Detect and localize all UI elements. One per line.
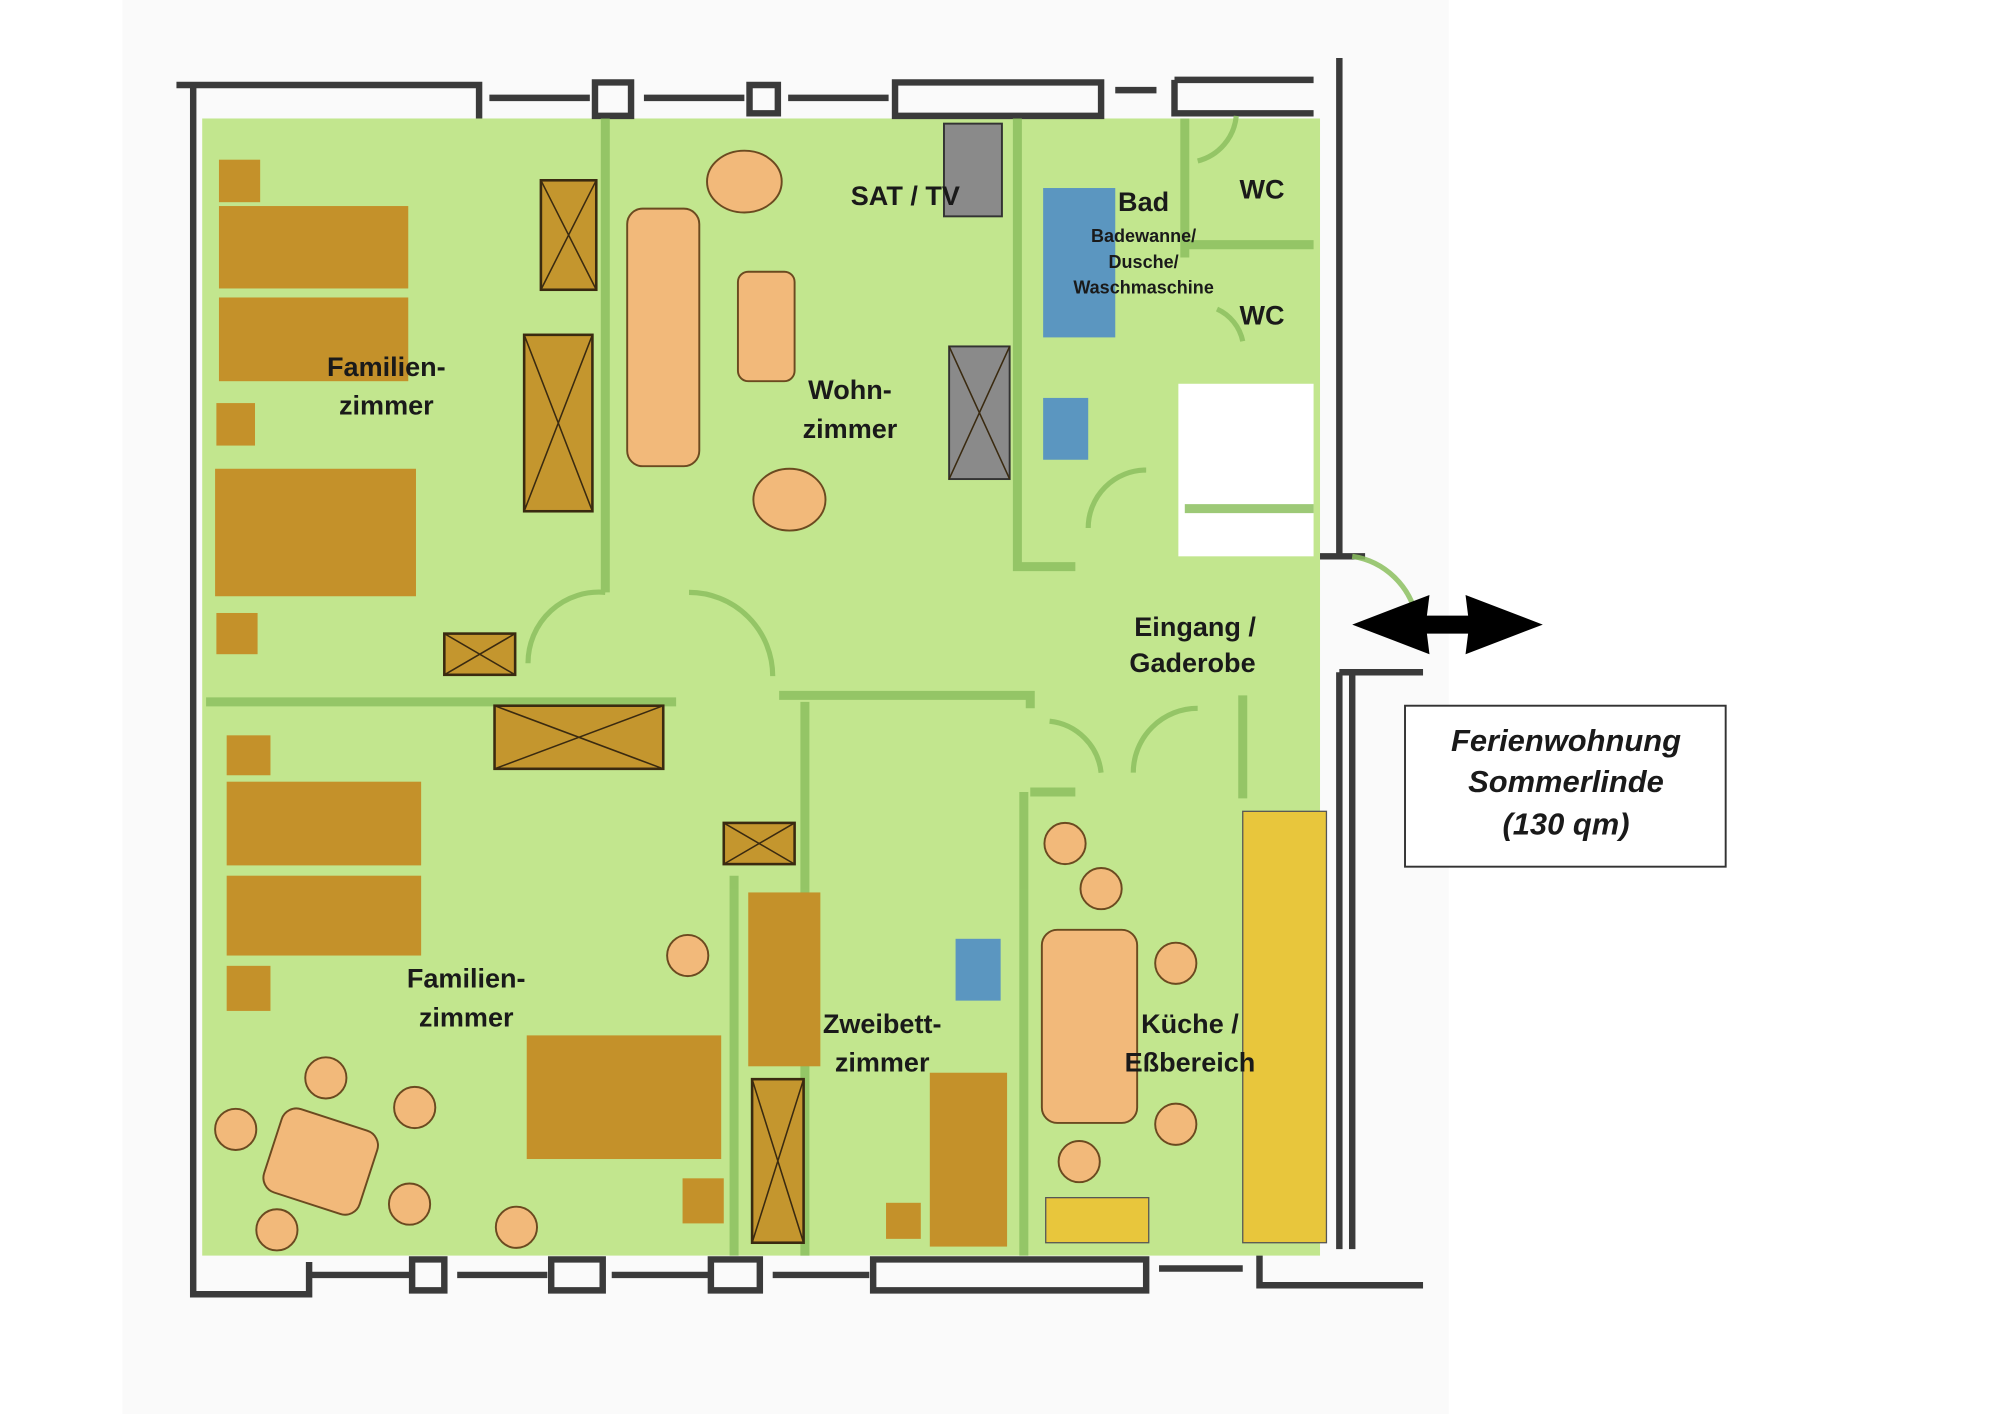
info-size: (130 qm) xyxy=(1502,806,1629,841)
label-family-room-bottom-2: zimmer xyxy=(419,1002,514,1032)
wardrobe xyxy=(539,179,598,292)
info-name: Sommerlinde xyxy=(1468,764,1664,799)
tv-unit xyxy=(943,122,1003,218)
nightstand xyxy=(226,735,271,776)
bed xyxy=(218,206,409,289)
label-bath-detail-2: Dusche/ xyxy=(1109,252,1179,272)
label-wc-top: WC xyxy=(1240,174,1285,204)
wardrobe xyxy=(750,1077,805,1245)
sofa xyxy=(626,207,701,468)
tables-seats xyxy=(214,149,1198,1252)
label-living-room-1: Wohn- xyxy=(808,375,892,405)
nightstand xyxy=(226,965,271,1011)
nightstand xyxy=(218,159,261,203)
wardrobe xyxy=(493,704,665,771)
kitchen-counter xyxy=(1242,810,1328,1244)
sink xyxy=(1043,397,1089,460)
cabinet-gray xyxy=(948,345,1011,481)
label-bath: Bad xyxy=(1118,187,1169,217)
bed xyxy=(929,1072,1008,1247)
label-entrance-2: Gaderobe xyxy=(1129,648,1255,678)
nightstand xyxy=(216,403,256,446)
bed xyxy=(526,1035,722,1160)
nightstand xyxy=(216,612,258,655)
label-wc-bottom: WC xyxy=(1240,301,1285,331)
bathtub xyxy=(1043,188,1116,338)
interior-walls xyxy=(206,115,1420,1256)
wardrobe xyxy=(722,821,796,866)
label-family-room-bottom-1: Familien- xyxy=(407,964,526,994)
label-living-room-2: zimmer xyxy=(803,414,898,444)
label-family-room-top-2: zimmer xyxy=(339,391,434,421)
nightstand xyxy=(682,1178,724,1224)
label-twin-room-2: zimmer xyxy=(835,1047,930,1077)
label-entrance-1: Eingang / xyxy=(1134,612,1256,642)
nightstand xyxy=(886,1202,921,1239)
kitchen-counter-small xyxy=(1045,1197,1150,1244)
label-sat-tv: SAT / TV xyxy=(851,181,960,211)
dining-table xyxy=(262,1107,379,1216)
bed xyxy=(748,892,821,1067)
bed xyxy=(215,468,416,597)
label-kitchen-2: Eßbereich xyxy=(1125,1047,1256,1077)
info-box: Ferienwohnung Sommerlinde (130 qm) xyxy=(1404,704,1727,868)
blue-fixture xyxy=(955,938,1001,1001)
label-kitchen-1: Küche / xyxy=(1141,1009,1239,1039)
furniture xyxy=(215,159,1008,1247)
label-twin-room-1: Zweibett- xyxy=(823,1009,942,1039)
label-family-room-top-1: Familien- xyxy=(327,352,446,382)
info-title: Ferienwohnung xyxy=(1451,723,1681,758)
kitchen-table xyxy=(1040,928,1139,1124)
bed xyxy=(226,781,422,866)
label-bath-detail-1: Badewanne/ xyxy=(1091,226,1196,246)
wardrobes xyxy=(443,179,805,1245)
label-bath-detail-3: Waschmaschine xyxy=(1073,278,1214,298)
bed xyxy=(226,875,422,956)
stairwell-void xyxy=(1178,383,1314,557)
outer-walls xyxy=(176,57,1424,1298)
bed xyxy=(218,297,409,382)
coffee-table xyxy=(736,270,796,383)
wardrobe xyxy=(522,333,594,513)
double-arrow-icon xyxy=(1352,594,1543,655)
wardrobe xyxy=(443,632,517,677)
